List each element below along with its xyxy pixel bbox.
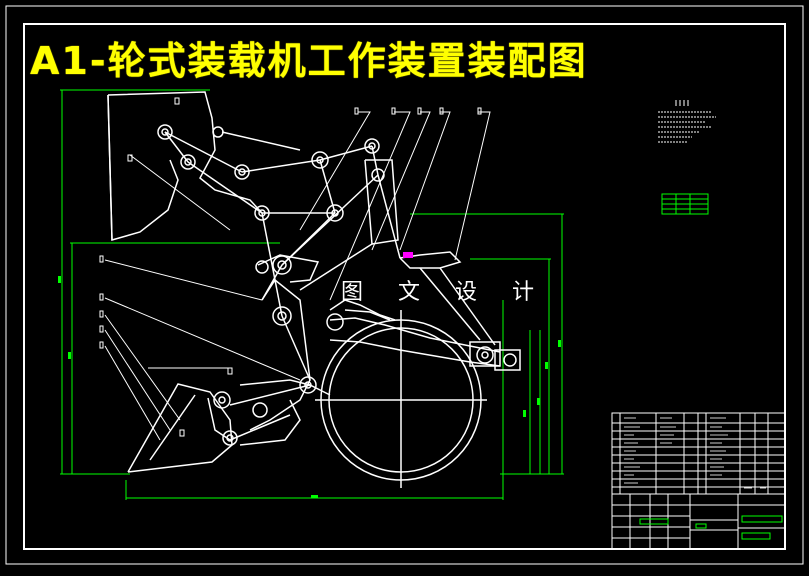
wheel (315, 310, 487, 488)
watermark-text: 图 文 设 计 (341, 280, 548, 305)
spec-table (661, 193, 709, 215)
dimension-lines (60, 89, 564, 500)
loader-linkage (107, 91, 521, 473)
title-block-marks (639, 515, 783, 540)
callout-numbers (99, 97, 482, 437)
technical-notes (658, 100, 716, 143)
parts-list-text (624, 417, 766, 489)
dimension-texts (58, 276, 561, 498)
outer-border (5, 5, 804, 565)
drawing-title: A1-轮式装载机工作装置装配图 (30, 39, 588, 83)
hinge-marker (403, 252, 413, 258)
inner-border (23, 23, 786, 550)
parts-list (611, 412, 786, 550)
pin-joints (157, 124, 517, 446)
